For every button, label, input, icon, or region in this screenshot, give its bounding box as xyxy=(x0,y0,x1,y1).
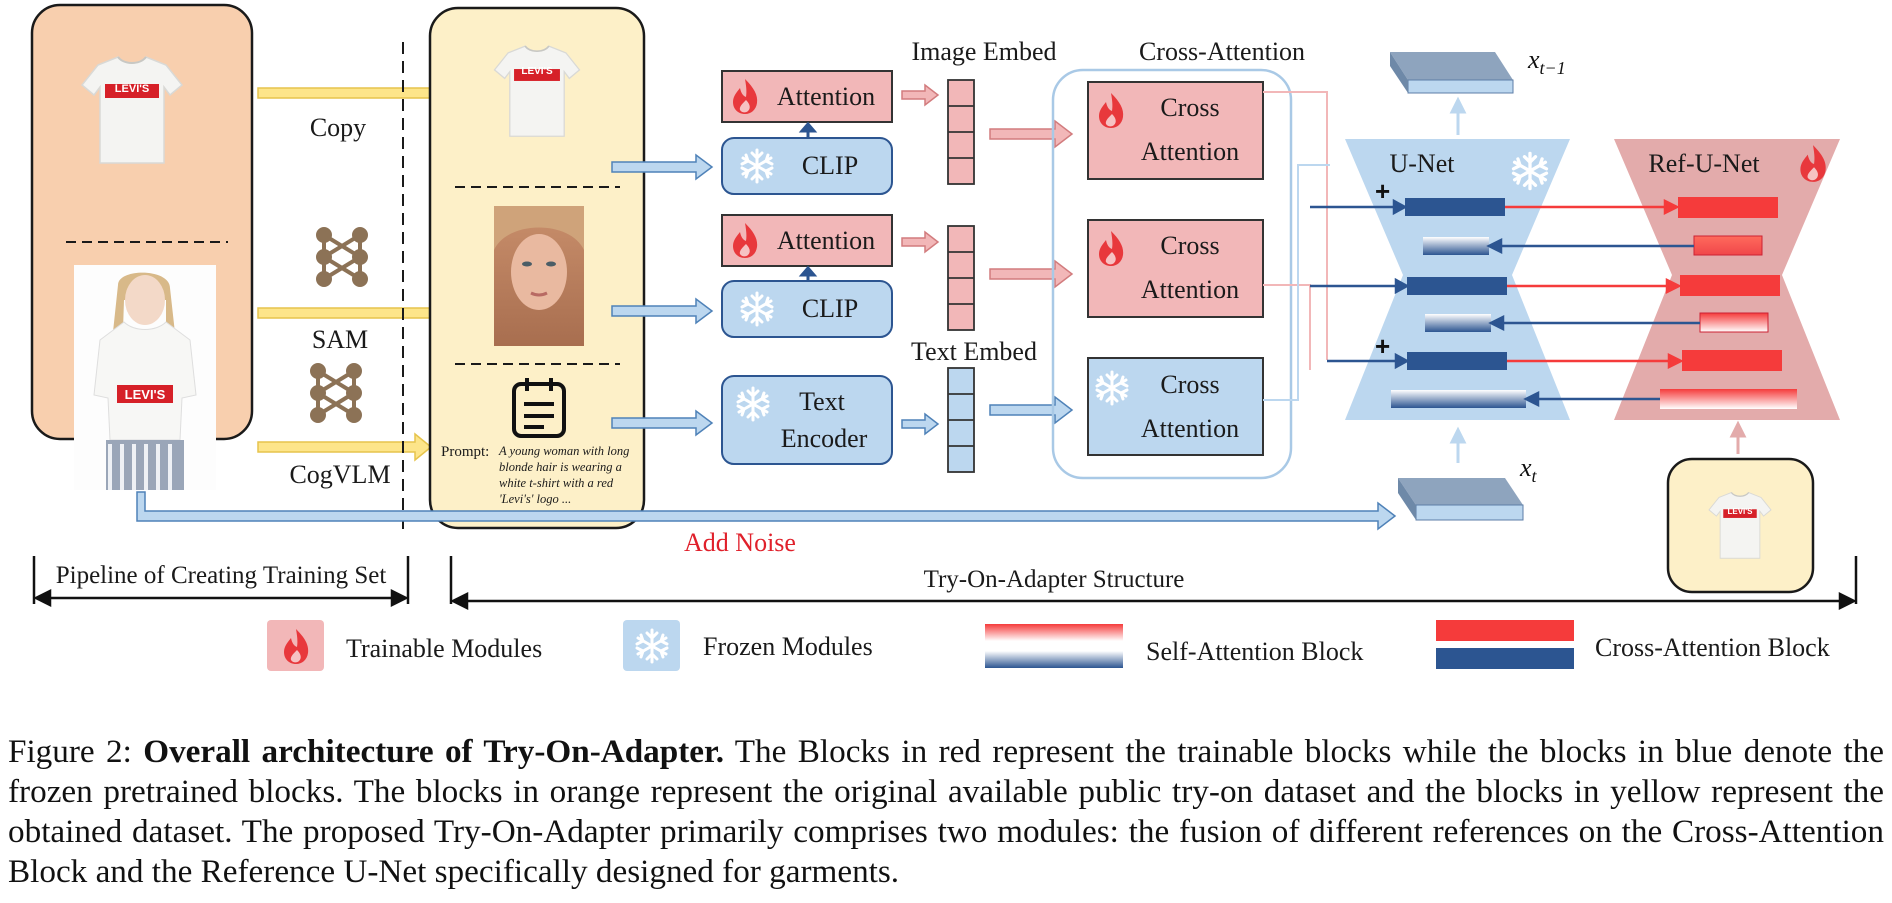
unet-self-block-3 xyxy=(1391,390,1526,408)
garment-copy-logo: LEVI'S xyxy=(521,66,553,77)
unet-self-block-2 xyxy=(1425,314,1491,332)
legend-trainable-label: Trainable Modules xyxy=(346,634,542,663)
legend-cross-attention-label: Cross-Attention Block xyxy=(1595,633,1830,662)
cogvlm-icon xyxy=(310,363,362,423)
legend-frozen-label: Frozen Modules xyxy=(703,632,873,661)
unet-cross-block-3 xyxy=(1407,352,1507,370)
add-noise-arrow xyxy=(136,491,1397,531)
structure-section-label: Try-On-Adapter Structure xyxy=(924,566,1185,593)
clip-to-attention-arrow-2 xyxy=(798,265,818,282)
ref-to-unet-red-arrows xyxy=(1505,198,1684,370)
latent-output xyxy=(1390,52,1514,94)
ref-unet-label: Ref-U-Net xyxy=(1648,149,1760,178)
cross-attention-3-line-2: Attention xyxy=(1141,414,1239,443)
cross-attention-3-line-1: Cross xyxy=(1160,370,1219,399)
prompt-line-4: 'Levi's' logo ... xyxy=(499,492,571,506)
caption-prefix: Figure 2: xyxy=(8,733,144,770)
unet-self-block-1 xyxy=(1423,237,1489,255)
prompt-label: Prompt: xyxy=(441,444,489,460)
ref-cross-block-2 xyxy=(1680,275,1780,296)
unet-cross-block-1 xyxy=(1405,198,1505,216)
ref-to-unet-blue-arrows xyxy=(1486,237,1700,408)
ref-cross-block-3 xyxy=(1682,350,1782,371)
cross-attention-2-line-2: Attention xyxy=(1141,275,1239,304)
cross-attention-1-line-1: Cross xyxy=(1160,93,1219,122)
legend-cross-attention-red xyxy=(1436,620,1574,641)
legend-cross-attention-blue xyxy=(1436,648,1574,669)
text-embed-stack xyxy=(947,367,975,473)
unet-input-arrow xyxy=(1449,426,1467,463)
figure-caption: Figure 2: Overall architecture of Try-On… xyxy=(8,732,1884,892)
clip-module-2 xyxy=(721,280,893,338)
prompt-line-1: A young woman with long xyxy=(498,444,629,458)
x-t-minus-1-label: xt−1 xyxy=(1527,45,1566,78)
image-embed-stack-2 xyxy=(947,225,975,331)
cross-attention-input-arrows xyxy=(989,119,1074,425)
ref-self-block-2 xyxy=(1699,312,1769,333)
structure-bracket xyxy=(449,556,1858,611)
model-image: LEVI'S xyxy=(74,265,216,490)
architecture-diagram: LEVI'S LEVI'S Copy SAM CogVLM LEVI'S xyxy=(30,3,1858,671)
legend-self-attention-label: Self-Attention Block xyxy=(1146,637,1363,666)
sam-icon xyxy=(316,227,368,287)
unet-label: U-Net xyxy=(1390,149,1456,178)
cross-attention-group xyxy=(1051,68,1293,480)
cross-attention-2-line-1: Cross xyxy=(1160,231,1219,260)
cross-attention-output-lines xyxy=(1263,91,1330,401)
input-arrows xyxy=(611,153,714,437)
unet-input-arrows xyxy=(1310,198,1410,370)
ref-cross-block-1 xyxy=(1678,197,1778,218)
cross-attention-1-line-2: Attention xyxy=(1141,137,1239,166)
text-encoder-label-1: Text xyxy=(799,387,846,416)
add-noise-label: Add Noise xyxy=(684,528,796,557)
pipeline-section-label: Pipeline of Creating Training Set xyxy=(56,562,387,589)
text-embed-label: Text Embed xyxy=(911,337,1037,366)
latent-input xyxy=(1398,478,1524,521)
plus-sign-1: + xyxy=(1375,176,1390,206)
legend-self-attention-red xyxy=(985,624,1123,641)
prompt-line-2: blonde hair is wearing a xyxy=(499,460,622,474)
face-image xyxy=(494,206,584,346)
clip-module-1 xyxy=(721,137,893,195)
prompt-line-3: white t-shirt with a red xyxy=(499,476,614,490)
embed-arrows xyxy=(901,83,940,436)
reference-garment-logo: LEVI'S xyxy=(1727,507,1753,516)
clip-label-1: CLIP xyxy=(802,151,858,180)
legend-trainable-swatch xyxy=(267,620,324,671)
cross-attention-module-1 xyxy=(1087,81,1264,180)
x-t-label: xt xyxy=(1519,453,1538,486)
unet-output-arrow xyxy=(1449,96,1467,135)
model-logo: LEVI'S xyxy=(125,387,166,402)
document-icon xyxy=(512,378,566,438)
text-encoder-label-2: Encoder xyxy=(781,424,868,453)
cross-attention-header: Cross-Attention xyxy=(1139,37,1305,66)
attention-label-2: Attention xyxy=(777,226,875,255)
clip-label-2: CLIP xyxy=(802,294,858,323)
unet-cross-block-2 xyxy=(1407,277,1507,295)
pipeline-bracket xyxy=(32,556,410,608)
image-embed-stack-1 xyxy=(947,79,975,185)
ref-input-arrow xyxy=(1729,420,1747,454)
garment-logo: LEVI'S xyxy=(115,83,149,95)
plus-sign-2: + xyxy=(1375,331,1390,361)
ref-self-block-3 xyxy=(1660,389,1797,409)
image-embed-label: Image Embed xyxy=(911,37,1056,66)
prompt-text: A young woman with long blonde hair is w… xyxy=(498,444,629,506)
sam-label: SAM xyxy=(312,325,368,354)
legend-self-attention-blue xyxy=(985,651,1123,668)
cogvlm-label: CogVLM xyxy=(289,460,390,489)
cross-attention-module-2 xyxy=(1087,219,1264,318)
ref-self-block-1 xyxy=(1693,235,1763,256)
caption-body: The Blocks in red represent the trainabl… xyxy=(8,733,1884,890)
clip-to-attention-arrow-1 xyxy=(798,121,818,139)
caption-title: Overall architecture of Try-On-Adapter. xyxy=(143,733,724,770)
copy-label: Copy xyxy=(310,113,366,142)
legend: Trainable Modules Frozen Modules Self-At… xyxy=(267,620,1830,671)
attention-label-1: Attention xyxy=(777,82,875,111)
